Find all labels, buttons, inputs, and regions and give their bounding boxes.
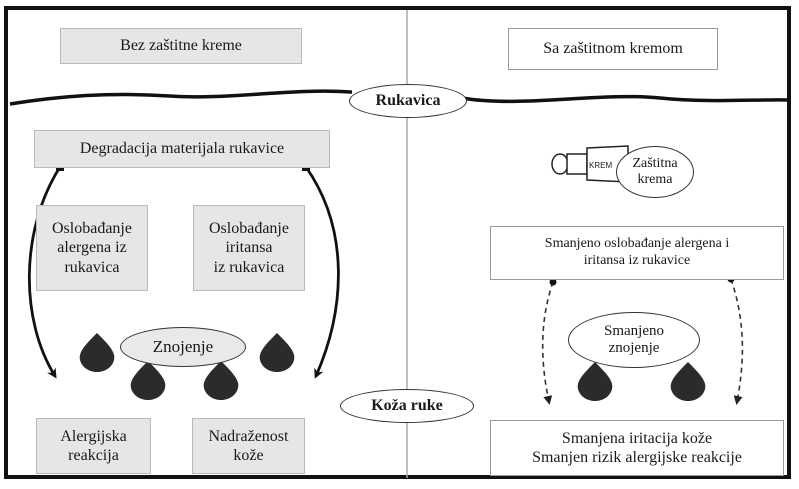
left-arrow-curve-right <box>304 166 340 379</box>
glove-label-oval: Rukavica <box>349 84 467 118</box>
right-header-box: Sa zaštitnom kremom <box>508 28 718 70</box>
outcome-label: Smanjena iritacija kože Smanjen rizik al… <box>532 429 742 466</box>
glove-line <box>9 89 791 106</box>
cream-tube-label: KREM <box>589 161 612 170</box>
sweat-drop-icon <box>259 333 295 372</box>
cream-label-oval: Zaštitna krema <box>616 146 694 198</box>
allergic-reaction-label: Alergijska reakcija <box>60 427 127 464</box>
allergen-release-box: Oslobađanje alergena iz rukavica <box>36 205 148 291</box>
outcome-box: Smanjena iritacija kože Smanjen rizik al… <box>490 420 784 476</box>
sweat-drop-icon <box>203 361 239 400</box>
skin-irritation-label: Nadraženost kože <box>208 427 289 464</box>
cream-label: Zaštitna krema <box>632 155 678 187</box>
sweat-drop-icon <box>130 361 166 400</box>
skin-label-oval: Koža ruke <box>340 389 474 423</box>
reduced-release-label: Smanjeno oslobađanje alergena i iritansa… <box>544 236 730 268</box>
right-dashed-arrow-left <box>541 281 554 405</box>
degradation-label: Degradacija materijala rukavice <box>79 140 285 158</box>
irritant-release-box: Oslobađanje iritansa iz rukavica <box>193 205 305 291</box>
skin-irritation-box: Nadraženost kože <box>192 418 305 474</box>
sweat-drop-icon <box>577 362 613 401</box>
allergen-release-label: Oslobađanje alergena iz rukavica <box>52 220 132 276</box>
right-dashed-arrow-start-left <box>549 278 557 286</box>
sweat-drop-icon <box>670 362 706 401</box>
sweat-drop-icon <box>79 333 115 372</box>
reduced-sweating-label: Smanjeno znojenje <box>604 322 664 356</box>
sweating-label: Znojenje <box>152 337 214 357</box>
sweating-oval: Znojenje <box>120 327 246 367</box>
left-header-label: Bez zaštitne kreme <box>120 37 242 55</box>
allergic-reaction-box: Alergijska reakcija <box>36 418 151 474</box>
degradation-box: Degradacija materijala rukavice <box>34 130 330 168</box>
skin-label: Koža ruke <box>371 396 443 414</box>
right-header-label: Sa zaštitnom kremom <box>543 40 683 58</box>
reduced-release-box: Smanjeno oslobađanje alergena i iritansa… <box>490 226 784 280</box>
right-dashed-arrow-right <box>730 278 744 405</box>
reduced-sweating-oval: Smanjeno znojenje <box>568 312 700 368</box>
irritant-release-label: Oslobađanje iritansa iz rukavica <box>209 220 289 276</box>
left-arrow-curve-left <box>27 166 62 379</box>
glove-label: Rukavica <box>375 91 441 109</box>
left-header-box: Bez zaštitne kreme <box>60 28 302 64</box>
